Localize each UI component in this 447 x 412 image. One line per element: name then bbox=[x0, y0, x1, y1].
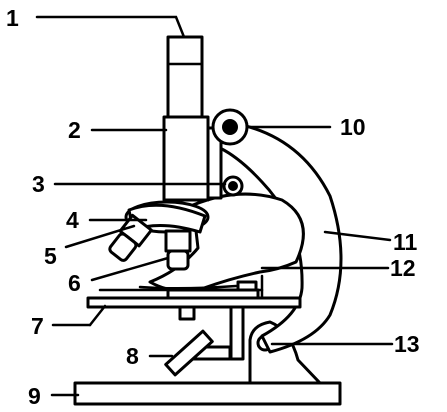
coarse-focus-knob bbox=[211, 108, 249, 146]
objective-lens-high bbox=[108, 213, 153, 262]
leader-lines bbox=[35, 15, 394, 397]
stage bbox=[86, 274, 302, 309]
base bbox=[73, 381, 342, 406]
label-6: 6 bbox=[68, 270, 81, 296]
objective-lens-low bbox=[164, 229, 192, 271]
leader-11 bbox=[323, 230, 392, 242]
leader-6 bbox=[90, 256, 170, 282]
mirror bbox=[164, 329, 232, 377]
label-3: 3 bbox=[32, 171, 45, 197]
leader-7b bbox=[88, 304, 107, 327]
arm bbox=[218, 120, 343, 354]
fine-focus-knob bbox=[222, 175, 244, 197]
label-9: 9 bbox=[28, 383, 41, 409]
label-10: 10 bbox=[340, 114, 366, 140]
label-7: 7 bbox=[31, 313, 44, 339]
eyepiece bbox=[166, 35, 204, 119]
label-12: 12 bbox=[390, 255, 416, 281]
label-2: 2 bbox=[68, 117, 81, 143]
label-1: 1 bbox=[6, 5, 19, 31]
label-11: 11 bbox=[393, 229, 418, 255]
label-13: 13 bbox=[394, 331, 420, 357]
label-4: 4 bbox=[66, 207, 79, 233]
body-tube bbox=[162, 115, 210, 202]
number-labels: 1 2 3 4 5 6 7 8 9 10 11 12 13 bbox=[6, 5, 420, 409]
label-5: 5 bbox=[44, 243, 57, 269]
label-8: 8 bbox=[126, 343, 139, 369]
leader-5 bbox=[64, 224, 136, 249]
leader-1 bbox=[35, 15, 186, 39]
stage-clip bbox=[138, 280, 258, 292]
stage-support bbox=[178, 305, 245, 361]
